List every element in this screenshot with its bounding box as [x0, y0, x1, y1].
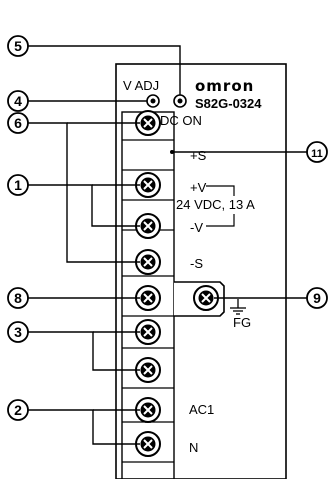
- brand-logo: omron: [195, 77, 254, 95]
- rating-label: 24 VDC, 13 A: [176, 197, 255, 212]
- fg-label: FG: [233, 315, 251, 330]
- callout-number: 2: [14, 402, 22, 418]
- model-number: S82G-0324: [195, 96, 262, 111]
- terminal-screw-icon: [135, 397, 161, 423]
- callout-number: 4: [14, 93, 22, 109]
- rating-bracket: [206, 185, 235, 227]
- minus-s-label: -S: [190, 256, 203, 271]
- v-adj-label: V ADJ: [123, 78, 159, 93]
- terminal-screw-icon: [135, 213, 161, 239]
- terminal-screw-icon: [135, 319, 161, 345]
- callout-leaders: [23, 45, 309, 445]
- callout-markers: 1 2 3 4 5 6 8 9 11: [7, 35, 328, 421]
- dc-on-led: [173, 94, 187, 108]
- plus-s-label: +S: [190, 148, 207, 163]
- callout-number: 1: [14, 177, 22, 193]
- terminal-screw-icon: [135, 357, 161, 383]
- plus-v-label: +V: [190, 180, 207, 195]
- callout-number: 8: [14, 290, 22, 306]
- callout-number: 11: [311, 148, 323, 160]
- n-label: N: [189, 440, 198, 455]
- terminal-screw-icon: [135, 110, 161, 136]
- ground-icon: [230, 299, 246, 315]
- sense-indicator-dot: [170, 150, 174, 154]
- callout-number: 3: [14, 324, 22, 340]
- terminal-screw-icon: [135, 431, 161, 457]
- unit-body: [115, 63, 287, 479]
- callout-8: 8: [7, 287, 29, 309]
- minus-v-label: -V: [190, 220, 203, 235]
- callout-2: 2: [7, 399, 29, 421]
- callout-11: 11: [306, 141, 328, 163]
- callout-6: 6: [7, 112, 29, 134]
- v-adj-potentiometer: [146, 94, 160, 108]
- callout-1: 1: [7, 174, 29, 196]
- callout-4: 4: [7, 90, 29, 112]
- terminal-screw-icon: [135, 172, 161, 198]
- callout-9: 9: [306, 287, 328, 309]
- terminal-screws: [135, 110, 219, 457]
- callout-number: 6: [14, 115, 22, 131]
- callout-number: 5: [14, 38, 22, 54]
- callout-3: 3: [7, 321, 29, 343]
- dc-on-label: DC ON: [160, 113, 202, 128]
- callout-number: 9: [313, 290, 321, 306]
- terminal-screw-icon: [135, 249, 161, 275]
- ac1-label: AC1: [189, 402, 214, 417]
- callout-5: 5: [7, 35, 29, 57]
